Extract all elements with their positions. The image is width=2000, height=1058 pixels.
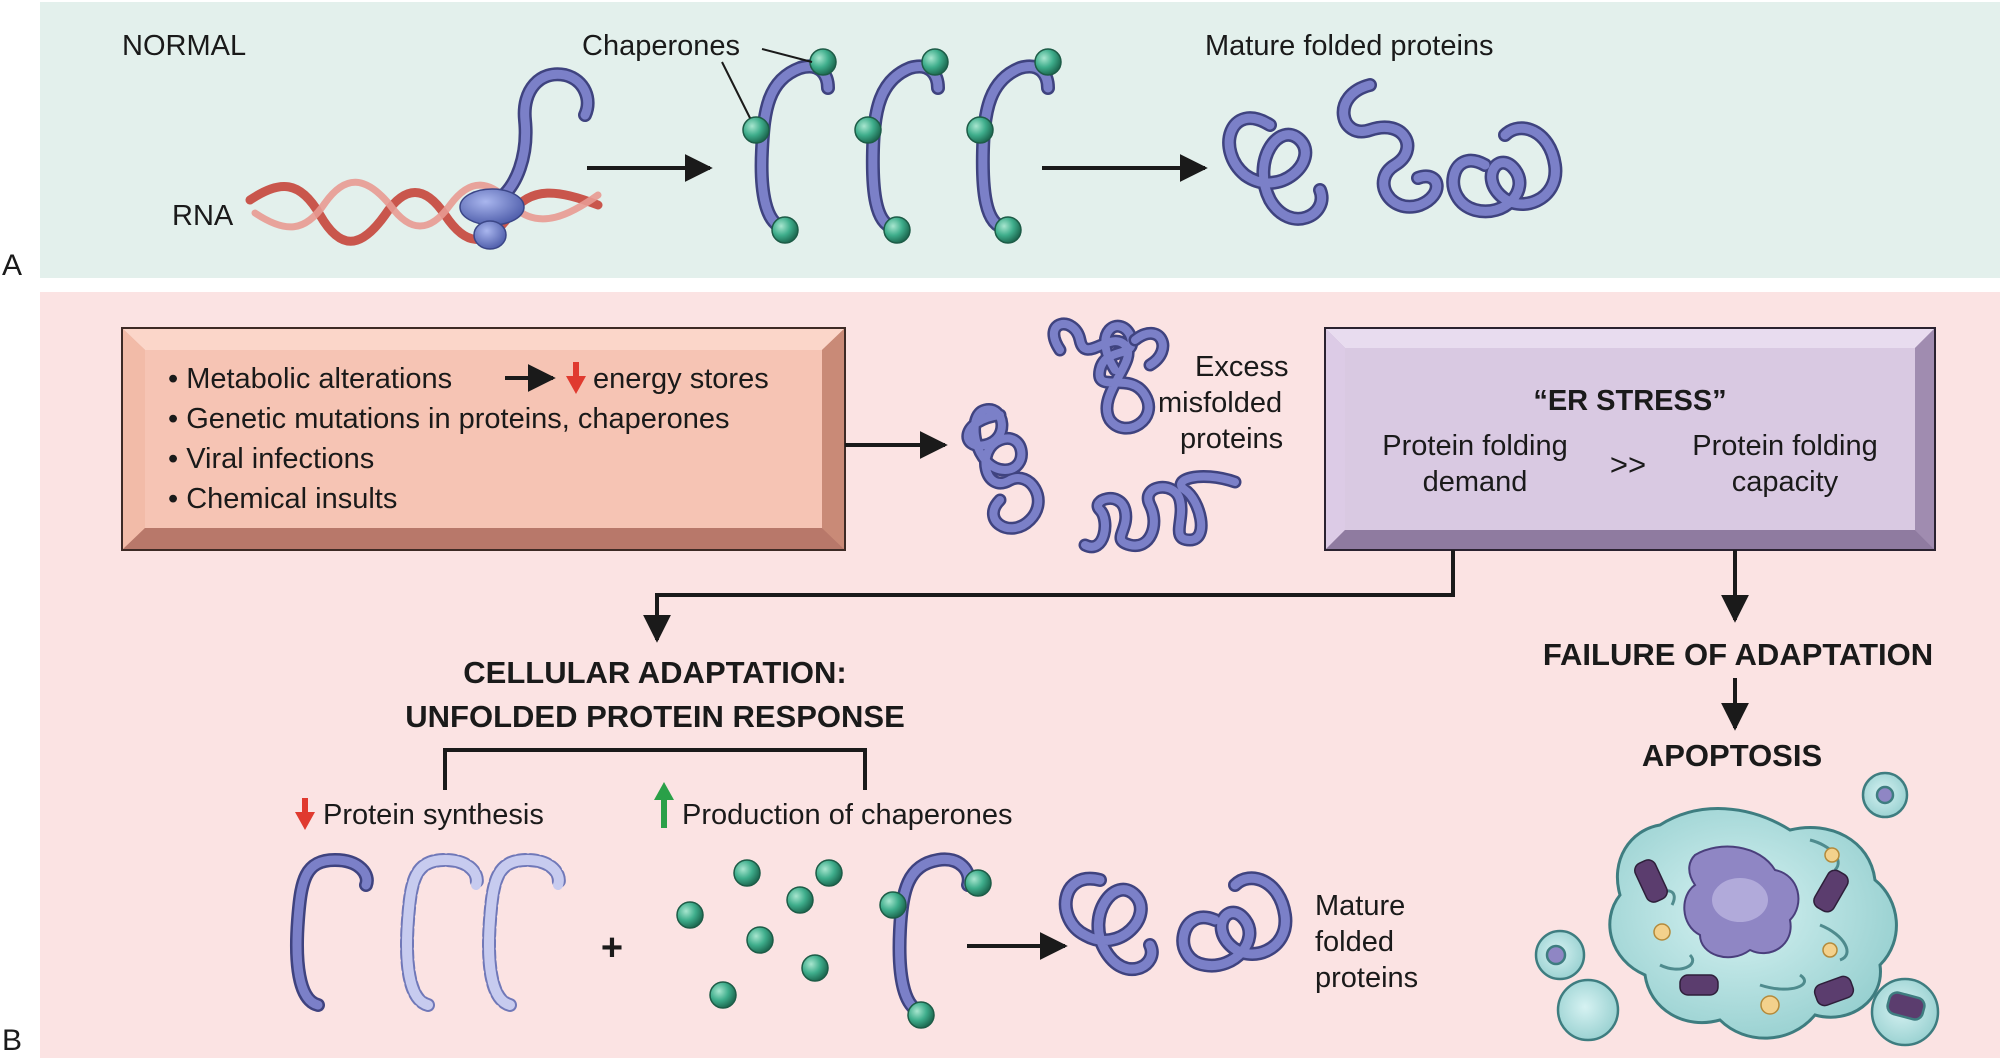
mature-label-b-2: folded xyxy=(1315,926,1394,958)
chaperone-protein-3 xyxy=(966,48,1062,244)
adaptation-title-2: UNFOLDED PROTEIN RESPONSE xyxy=(405,699,905,734)
misfolded-proteins xyxy=(961,317,1242,554)
mature-proteins-label-a: Mature folded proteins xyxy=(1205,30,1494,62)
panel-a-letter: A xyxy=(2,249,22,282)
er-demand-line-2: demand xyxy=(1423,466,1528,498)
decrease-arrow-icon xyxy=(566,362,586,394)
arrow-to-adaptation xyxy=(643,550,1455,643)
panel-b-letter: B xyxy=(2,1024,22,1057)
misfolded-label-1: Excess xyxy=(1195,351,1288,383)
adaptation-bracket xyxy=(443,748,867,790)
chaperones-leader-2 xyxy=(721,61,751,119)
mature-label-b-3: proteins xyxy=(1315,962,1418,994)
adaptation-title-1: CELLULAR ADAPTATION: xyxy=(463,655,846,690)
plus-sign: + xyxy=(601,927,623,969)
normal-label: NORMAL xyxy=(122,30,246,62)
er-capacity-line-1: Protein folding xyxy=(1692,430,1877,462)
apoptotic-cell xyxy=(1534,771,1940,1047)
cause-metabolic: • Metabolic alterations xyxy=(168,363,452,395)
failure-label: FAILURE OF ADAPTATION xyxy=(1543,637,1933,672)
chaperone-production-label: Production of chaperones xyxy=(682,799,1013,831)
er-demand-line-1: Protein folding xyxy=(1382,430,1567,462)
increase-arrow-icon xyxy=(654,782,674,828)
cause-metabolic-target: energy stores xyxy=(593,363,769,395)
chaperones-label: Chaperones xyxy=(582,30,740,62)
decrease-arrow-icon xyxy=(295,798,315,830)
er-capacity-line-2: capacity xyxy=(1732,466,1839,498)
folded-proteins-b xyxy=(1058,871,1293,977)
folded-proteins-a xyxy=(1222,78,1563,226)
misfolded-label-2: misfolded xyxy=(1158,387,1282,419)
chaperones-leader-1 xyxy=(761,48,813,63)
apoptosis-label: APOPTOSIS xyxy=(1642,738,1822,773)
ribosome xyxy=(459,188,525,250)
protein-synthesis-label: Protein synthesis xyxy=(323,799,544,831)
chaperone-protein-b xyxy=(879,852,992,1029)
cause-viral: • Viral infections xyxy=(168,443,374,475)
rna-label: RNA xyxy=(172,200,234,232)
er-stress-box xyxy=(1324,327,1936,551)
reduced-synthesis-proteins xyxy=(290,852,566,1012)
er-operator: >> xyxy=(1610,447,1646,482)
er-stress-title: “ER STRESS” xyxy=(1533,385,1726,417)
causes-box xyxy=(121,327,846,551)
cause-genetic: • Genetic mutations in proteins, chapero… xyxy=(168,403,729,435)
misfolded-label-3: proteins xyxy=(1180,423,1283,455)
mature-label-b-1: Mature xyxy=(1315,890,1405,922)
chaperone-protein-2 xyxy=(854,48,949,244)
cause-chemical: • Chemical insults xyxy=(168,483,397,515)
chaperone-protein-1 xyxy=(742,48,837,244)
